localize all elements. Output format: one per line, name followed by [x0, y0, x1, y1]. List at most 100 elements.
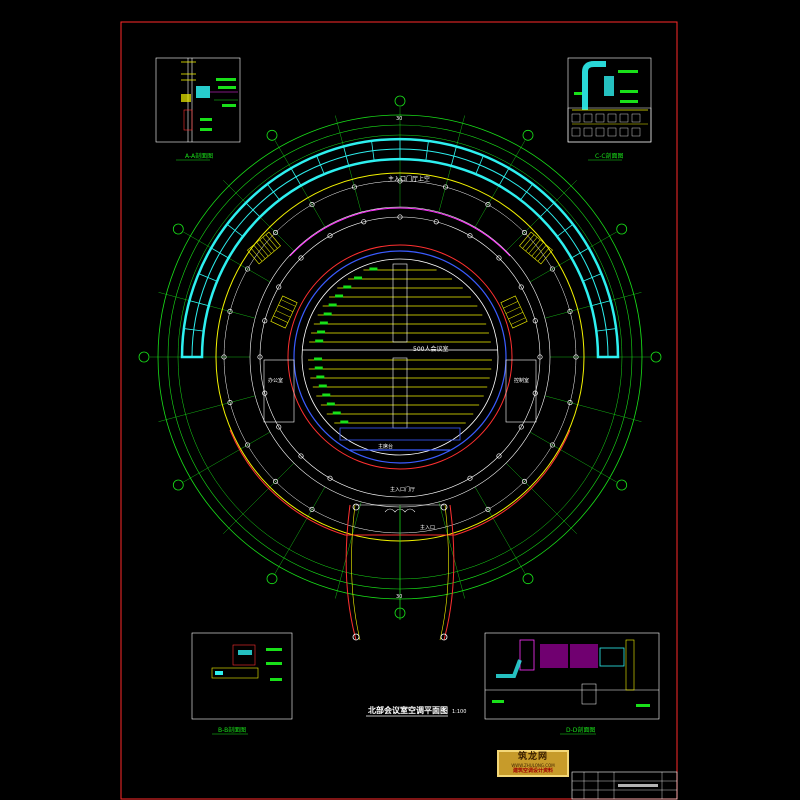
- axis-bubble: [650, 351, 662, 363]
- column-marker: [327, 233, 333, 239]
- duct-segment: [290, 168, 302, 186]
- column-marker: [496, 255, 502, 261]
- column-marker: [567, 308, 573, 314]
- axis-line: [335, 501, 362, 599]
- duct-segment: [539, 202, 555, 218]
- hall-wall-blue: [293, 250, 507, 464]
- watermark-logo: 筑龙网 WWW.ZHULONG.COM 建筑空调设计资料: [497, 750, 569, 777]
- row-tag: [369, 267, 378, 271]
- row-tag: [314, 357, 323, 361]
- column-marker: [397, 178, 403, 184]
- column-marker: [221, 354, 227, 360]
- row-tag: [314, 366, 323, 370]
- staircase-upper-right: [519, 231, 553, 265]
- column-marker: [327, 475, 333, 481]
- row-tag: [323, 312, 332, 316]
- stage-label: 主席台: [378, 443, 393, 450]
- structural-columns: [221, 178, 579, 512]
- section-dd-title: D-D剖面图: [566, 726, 595, 734]
- column-marker: [276, 424, 282, 430]
- stage-platform: [339, 427, 461, 441]
- row-tag: [316, 375, 325, 379]
- axis-line: [183, 431, 271, 483]
- column-marker: [309, 202, 315, 208]
- column-marker: [521, 229, 528, 236]
- watermark-line3: 建筑空调设计资料: [512, 768, 553, 774]
- hall-center-aisle-upper: [392, 263, 408, 343]
- entrance-label: 主入口: [420, 524, 435, 531]
- column-marker: [262, 318, 268, 324]
- watermark-line2: WWW.ZHULONG.COM: [511, 763, 555, 768]
- row-tag: [332, 411, 341, 415]
- lobby-label: 主入口门厅: [390, 486, 415, 493]
- axis-bubble: [522, 129, 534, 141]
- duct-segment-ticks: [182, 139, 618, 358]
- column-marker: [573, 354, 579, 360]
- staircase-right: [500, 295, 528, 329]
- row-tag: [322, 393, 331, 397]
- axis-bubble: [616, 223, 628, 235]
- column-marker: [227, 308, 233, 314]
- axis-line: [474, 486, 526, 574]
- duct-segment: [425, 140, 429, 161]
- section-bb-title: B-B剖面图: [218, 726, 246, 734]
- column-marker: [227, 400, 233, 406]
- column-marker: [257, 354, 263, 360]
- axis-line: [158, 395, 256, 422]
- column-marker: [245, 442, 251, 448]
- axis-line: [505, 462, 577, 534]
- axis-line: [438, 501, 465, 599]
- section-dd-detail: D-D剖面图: [484, 632, 660, 735]
- axis-line: [544, 395, 642, 422]
- duct-segment: [520, 183, 534, 201]
- section-cc-title: C-C剖面图: [595, 152, 624, 160]
- hall-label: 500人会议室: [413, 345, 448, 353]
- drawing-scale: 1:100: [452, 709, 466, 715]
- column-marker: [245, 266, 251, 272]
- duct-segment: [571, 247, 589, 259]
- column-marker: [397, 214, 403, 220]
- left-room-label: 办公室: [268, 377, 283, 384]
- column-marker: [485, 202, 491, 208]
- bottom-axis-dimension: 30: [396, 594, 402, 600]
- axis-bubble: [616, 479, 628, 491]
- column-marker: [518, 284, 524, 290]
- duct-segment: [343, 146, 350, 166]
- axis-bubble: [138, 351, 150, 363]
- duct-segment: [226, 223, 244, 237]
- row-tag: [318, 384, 327, 388]
- section-cc-detail: C-C剖面图: [567, 57, 652, 161]
- staircase-upper-left: [247, 231, 281, 265]
- section-aa-detail: A-A剖面图: [155, 57, 241, 161]
- duct-segment: [316, 155, 325, 175]
- axis-line: [223, 462, 295, 534]
- column-marker: [298, 255, 304, 261]
- row-tag: [326, 402, 335, 406]
- watermark-line1: 筑龙网: [517, 752, 548, 762]
- duct-segment: [371, 140, 375, 161]
- right-room-label: 控制室: [514, 377, 529, 384]
- column-marker: [537, 354, 543, 360]
- axis-line: [274, 486, 326, 574]
- duct-segment: [189, 300, 209, 307]
- staircase-left: [270, 295, 298, 329]
- axis-line: [529, 431, 617, 483]
- axis-bubble: [266, 573, 278, 585]
- title-block: [571, 771, 678, 800]
- column-marker: [549, 442, 555, 448]
- left-side-room: [263, 359, 295, 423]
- row-tag: [343, 285, 352, 289]
- duct-segment: [266, 183, 280, 201]
- duct-segment: [596, 328, 617, 332]
- row-tag: [319, 321, 328, 325]
- duct-segment: [198, 273, 218, 282]
- column-marker: [433, 219, 439, 225]
- duct-segment: [582, 273, 602, 282]
- column-marker: [567, 400, 573, 406]
- column-marker: [272, 229, 279, 236]
- axis-bubble: [266, 129, 278, 141]
- row-tag: [315, 339, 324, 343]
- column-marker: [532, 390, 538, 396]
- axis-bubble: [522, 573, 534, 585]
- row-tag: [328, 303, 337, 307]
